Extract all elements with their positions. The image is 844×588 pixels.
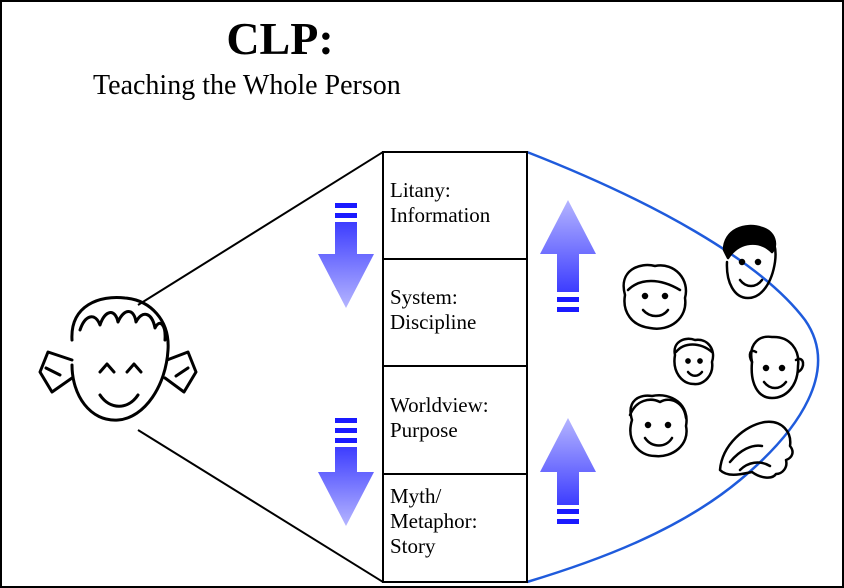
down-arrow-icon <box>318 418 374 526</box>
adult-face-icon <box>748 335 805 400</box>
funnel-line-bottom <box>137 429 384 583</box>
community-outline <box>526 150 820 584</box>
adult-face-icon <box>673 337 715 386</box>
slide-title: CLP: <box>226 13 334 64</box>
child-face-icon <box>38 296 198 422</box>
adult-face-icon <box>628 394 688 458</box>
adult-face-icon <box>722 224 777 300</box>
adult-face-icon <box>718 420 794 479</box>
slide-subtitle: Teaching the Whole Person <box>93 70 401 101</box>
adult-face-icon <box>622 263 688 330</box>
layer-myth: Myth/ Metaphor: Story <box>390 484 478 558</box>
layer-system: System: Discipline <box>390 285 477 334</box>
funnel-line-top <box>137 151 384 306</box>
down-arrow-icon <box>318 203 374 308</box>
layer-litany: Litany: Information <box>390 178 491 227</box>
layer-worldview: Worldview: Purpose <box>390 393 489 442</box>
up-arrow-icon <box>540 200 596 312</box>
up-arrow-icon <box>540 418 596 524</box>
